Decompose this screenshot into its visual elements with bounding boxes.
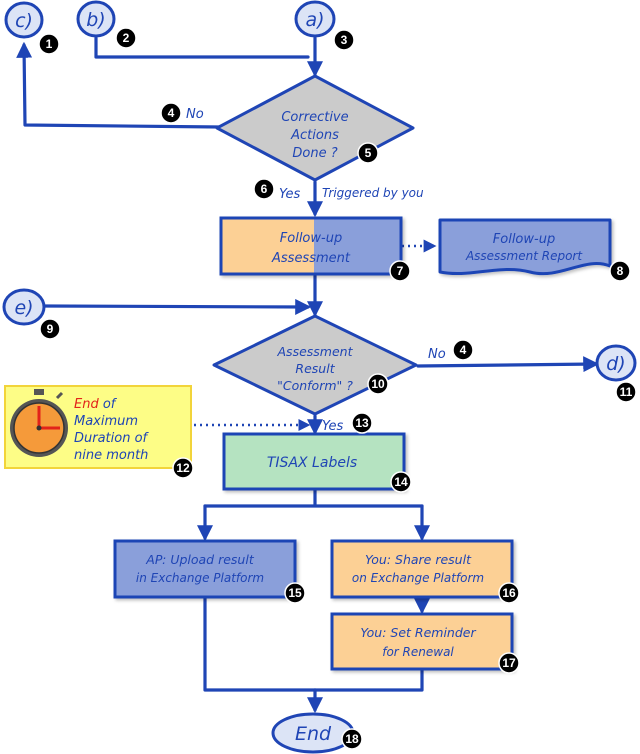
box-followup-assessment[interactable] [219, 216, 403, 276]
line-no-to-d [416, 356, 600, 373]
connector-b[interactable]: b) [76, 0, 116, 38]
decision-corrective-line1: Corrective [281, 110, 348, 125]
decision-assessment-result[interactable]: Assessment Result "Conform" ? [212, 314, 418, 416]
report-line2: Assessment Report [465, 249, 583, 263]
step-badge-number: 3 [341, 33, 348, 47]
step-badge-number: 7 [397, 264, 404, 278]
label-no-right: No [428, 347, 446, 362]
line-reminder-to-merge [313, 668, 424, 692]
ap-upload-line1: AP: Upload result [145, 552, 255, 567]
ap-upload-line2: in Exchange Platform [136, 571, 264, 585]
note-line1-rest: of [99, 397, 118, 412]
decision-result-line3: "Conform" ? [277, 378, 353, 393]
line-ap-to-merge [203, 596, 317, 692]
step-badge: 13 [351, 412, 373, 434]
followup-line2: Assessment [271, 251, 351, 266]
document-followup-report[interactable] [438, 218, 612, 276]
you-reminder-line2: for Renewal [382, 645, 454, 659]
step-badge-number: 16 [502, 586, 516, 600]
connector-c[interactable]: c) [4, 1, 44, 39]
line-no-to-c [16, 41, 222, 129]
step-badge-number: 11 [620, 385, 633, 399]
step-badge-number: 4 [460, 343, 467, 357]
box-ap-upload[interactable] [113, 539, 297, 599]
decision-result-line1: Assessment [277, 344, 354, 359]
step-badge: 18 [341, 728, 363, 750]
box-you-reminder[interactable] [330, 612, 514, 671]
line-tisax-split [203, 487, 424, 508]
connector-a[interactable]: a) [294, 0, 336, 38]
connector-c-label: c) [15, 10, 33, 32]
connector-end-label: End [295, 723, 332, 745]
connector-b-label: b) [86, 9, 105, 31]
box-you-share[interactable] [330, 539, 514, 599]
note-line3: Duration of [74, 431, 150, 446]
note-max-duration: End of Maximum Duration of nine month [4, 385, 192, 469]
connector-e[interactable]: e) [2, 288, 46, 326]
step-badge-number: 10 [371, 377, 385, 391]
step-badge-number: 17 [502, 656, 516, 670]
step-badge: 4 [452, 339, 474, 361]
step-badge-number: 1 [46, 37, 53, 51]
step-badge: 17 [498, 652, 520, 674]
label-triggered: Triggered by you [322, 186, 424, 200]
note-line2: Maximum [74, 414, 138, 429]
step-badge-number: 4 [168, 106, 175, 120]
tisax-label: TISAX Labels [267, 455, 357, 471]
label-no-left: No [186, 107, 204, 122]
stopwatch-icon [10, 389, 68, 457]
note-end-word: End [74, 397, 99, 412]
flow-lines [16, 36, 600, 714]
label-yes-bottom: Yes [322, 419, 344, 434]
line-b-to-main [94, 36, 310, 59]
connector-d[interactable]: d) [595, 344, 637, 382]
step-badge: 12 [172, 457, 194, 479]
step-badge-number: 2 [123, 31, 130, 45]
note-line4: nine month [74, 448, 148, 463]
step-badge: 2 [115, 27, 137, 49]
step-badge: 6 [253, 178, 275, 200]
step-badge: 10 [367, 373, 389, 395]
you-share-line2: on Exchange Platform [352, 571, 484, 585]
box-tisax-labels[interactable] [222, 432, 406, 491]
step-badge: 16 [498, 582, 520, 604]
decision-corrective-line3: Done ? [292, 146, 337, 161]
step-badge: 7 [389, 260, 411, 282]
decision-corrective-actions[interactable]: Corrective Actions Done ? [215, 74, 415, 182]
step-badge-number: 18 [345, 732, 359, 746]
step-badge: 4 [160, 102, 182, 124]
decision-result-line2: Result [295, 361, 335, 376]
step-badge-number: 13 [355, 416, 369, 430]
step-badge-number: 6 [261, 182, 268, 196]
step-badge-number: 12 [176, 461, 190, 475]
step-badge: 1 [38, 33, 60, 55]
step-badge-number: 5 [365, 146, 372, 160]
step-badge: 8 [609, 260, 631, 282]
step-badge-number: 9 [47, 322, 54, 336]
connector-d-label: d) [606, 353, 625, 375]
decision-corrective-line2: Actions [290, 128, 339, 143]
step-badge-number: 15 [288, 586, 302, 600]
connector-e-label: e) [14, 297, 33, 319]
label-yes-top: Yes [279, 187, 301, 202]
note-line1: End of [74, 397, 118, 412]
you-share-line1: You: Share result [365, 552, 472, 567]
step-badge: 9 [39, 318, 61, 340]
connector-end[interactable]: End [271, 712, 355, 754]
followup-line1: Follow-up [280, 231, 342, 246]
connector-a-label: a) [305, 9, 324, 31]
step-badge: 11 [615, 381, 637, 403]
report-line1: Follow-up [493, 232, 555, 247]
step-badge: 5 [357, 142, 379, 164]
step-badge: 14 [390, 471, 412, 493]
step-badge: 15 [284, 582, 306, 604]
step-badge: 3 [333, 29, 355, 51]
you-reminder-line1: You: Set Reminder [360, 625, 476, 640]
step-badge-number: 14 [394, 475, 408, 489]
line-e-to-main [42, 298, 312, 315]
step-badge-number: 8 [617, 264, 624, 278]
